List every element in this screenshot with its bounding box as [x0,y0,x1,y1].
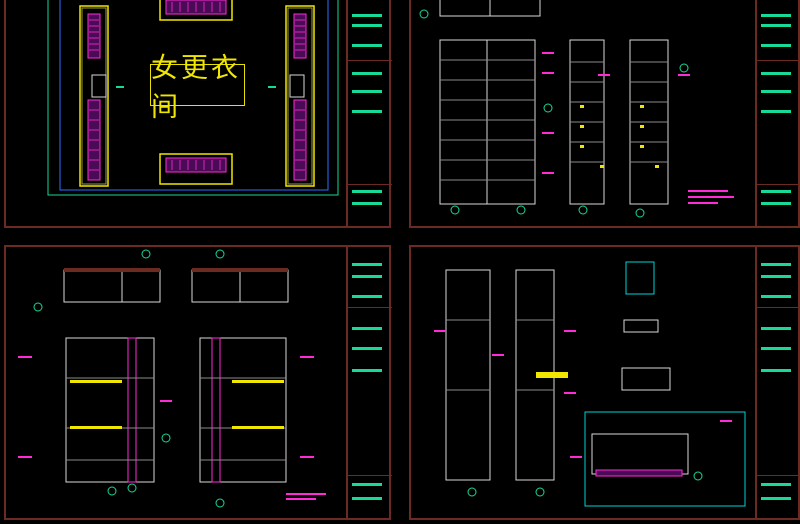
sheet-elevation-a [409,0,800,228]
title-block-3 [346,247,392,518]
elevation-b [18,249,326,508]
sheet-details [409,245,800,520]
title-block-4 [755,247,800,518]
sheet-elevation-b [4,245,391,520]
title-block-1 [346,0,392,226]
elevation-a [419,0,734,218]
details [434,261,746,507]
title-block-2 [755,0,800,226]
plan-view [47,0,339,196]
sheet-plan [4,0,391,228]
